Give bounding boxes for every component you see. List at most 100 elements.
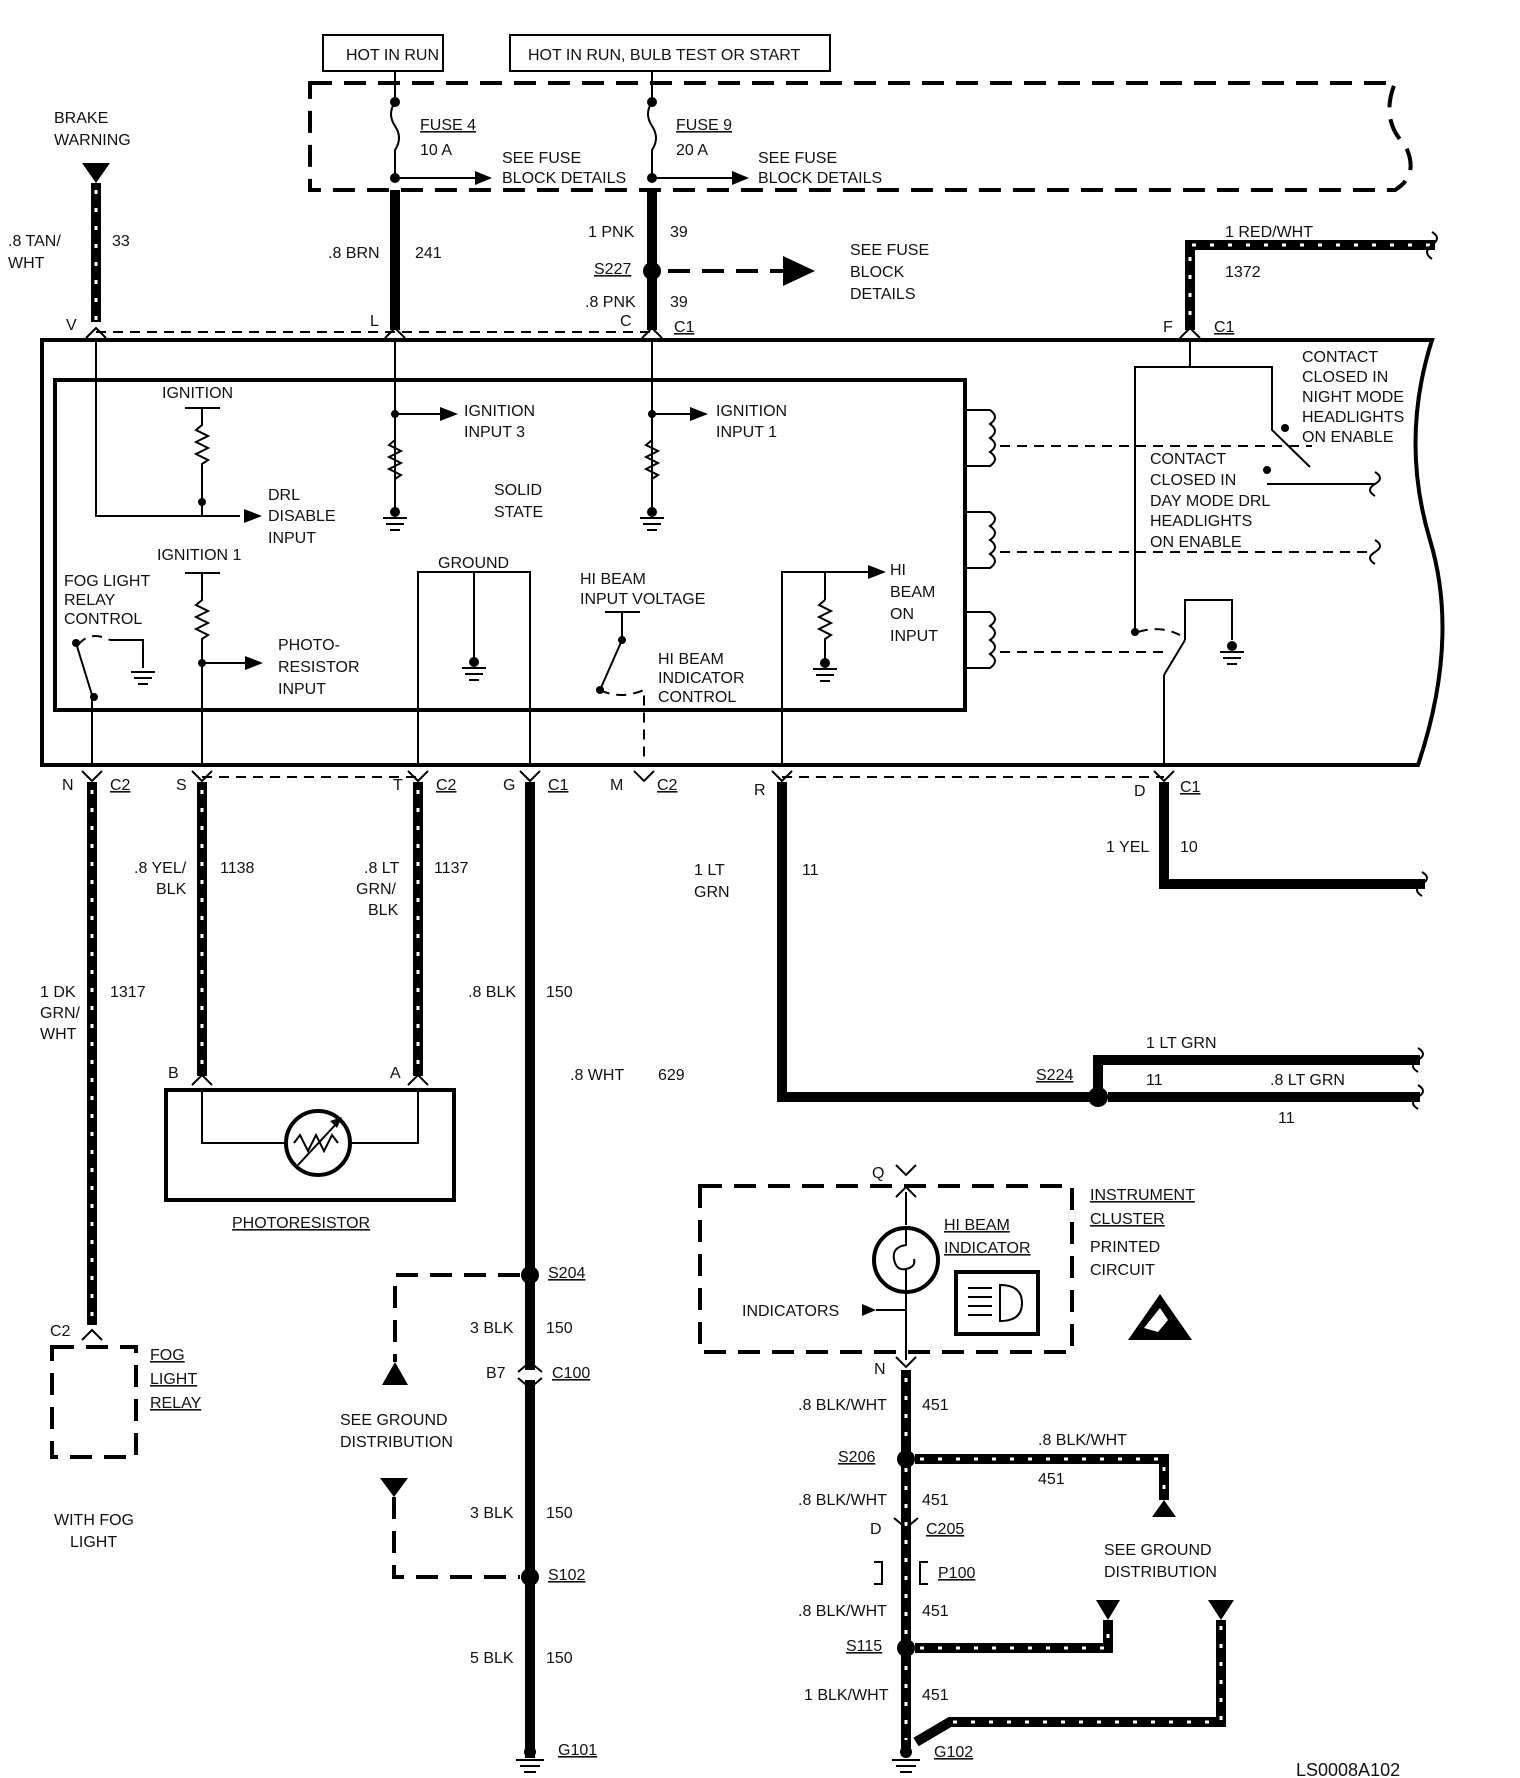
wire-1137-color-2: GRN/	[356, 881, 397, 898]
fog-switch-ground-wire	[110, 639, 144, 668]
fog-relay-label-2: LIGHT	[150, 1371, 197, 1388]
wire-11-lower-color: .8 LT GRN	[1270, 1072, 1345, 1089]
g102-dot	[900, 1746, 912, 1758]
ign1-ground-dot	[647, 507, 657, 517]
pin-c2-a: C2	[110, 777, 131, 794]
g101-ground	[516, 1759, 544, 1773]
s102-branch	[392, 1497, 520, 1579]
wire-10	[1159, 782, 1425, 889]
wire-1138-color-1: .8 YEL/	[134, 860, 187, 877]
fog-control-switch	[75, 642, 93, 696]
c205-connector	[893, 1517, 919, 1530]
s224-label: S224	[1036, 1067, 1073, 1084]
p100-bracket-right	[919, 1561, 928, 1585]
brake-label: BRAKE	[54, 110, 108, 127]
wire-10-color: 1 YEL	[1106, 839, 1149, 856]
hib-on-label-3: ON	[890, 606, 914, 623]
s206-splice	[897, 1450, 915, 1468]
pin-s: S	[176, 777, 187, 794]
wire-150-blk3a: 3 BLK	[470, 1320, 514, 1337]
s102-label: S102	[548, 1567, 585, 1584]
s102-arrow	[380, 1478, 408, 1497]
brake-warning-arrow	[82, 163, 110, 183]
hot-in-run-label: HOT IN RUN	[346, 47, 439, 64]
ground-symbol	[462, 667, 486, 681]
conn-g	[519, 770, 541, 783]
wire-150-blk5: 5 BLK	[470, 1650, 514, 1667]
hib-control-label-1: HI BEAM	[658, 651, 724, 668]
bottom-wires: 1 DK GRN/ WHT 1317 .8 YEL/ BLK 1138 .8 L…	[40, 782, 1428, 1758]
indicators-arrow	[862, 1304, 876, 1316]
wire-629-inner	[642, 782, 908, 1168]
pin-f: F	[1163, 319, 1173, 336]
fog-switch-link	[77, 635, 111, 646]
hib-control-label-2: INDICATOR	[658, 670, 745, 687]
pin-n-cluster: N	[874, 1361, 886, 1378]
wire-1138-circuit: 1138	[220, 860, 255, 877]
hib-on-label-4: INPUT	[890, 628, 938, 645]
pin-m: M	[610, 777, 623, 794]
hib-on-label-1: HI	[890, 562, 906, 579]
s206-label: S206	[838, 1449, 875, 1466]
s115-arrow	[1096, 1600, 1120, 1620]
drl-label-3: INPUT	[268, 530, 316, 547]
c100-b7: B7	[486, 1365, 506, 1382]
hib-control-label-3: CONTROL	[658, 689, 736, 706]
g102-branch	[913, 1620, 1226, 1747]
fuse4-arrow-head	[475, 171, 492, 185]
conn-d	[1153, 770, 1175, 783]
photo-input-arrow	[245, 656, 263, 670]
wire-33-circuit: 33	[112, 233, 130, 250]
photoresistor-arrow	[297, 1121, 339, 1166]
ign1-arrow	[690, 407, 708, 421]
hib-on-label-2: BEAM	[890, 584, 935, 601]
control-module: IGNITION DRL DISABLE INPUT IGNITION INPU…	[40, 338, 1445, 767]
conn-fog-c2	[81, 1328, 103, 1341]
fuse4-amp: 10 A	[420, 142, 452, 159]
hot-in-run-bulb-label: HOT IN RUN, BULB TEST OR START	[528, 47, 801, 64]
fuse9-element	[647, 101, 657, 178]
g102-arrow	[1208, 1600, 1234, 1620]
pin-c1-b: C1	[1214, 319, 1235, 336]
fog-relay-label-1: FOG	[150, 1347, 185, 1364]
see-ground-left-2: DISTRIBUTION	[340, 1434, 453, 1451]
see-fuse-label-3c: DETAILS	[850, 286, 916, 303]
ignition1-resistor	[193, 573, 211, 765]
wire-1372-break	[1426, 231, 1438, 260]
wire-39-color-2: .8 PNK	[585, 294, 636, 311]
fuse9-amp: 20 A	[676, 142, 708, 159]
top-wires: BRAKE WARNING .8 TAN/ WHT 33 .8 BRN 241 …	[8, 110, 1438, 339]
night-contact-line	[1190, 366, 1311, 468]
pin-c1-d: C1	[1180, 779, 1201, 796]
day-contact-label-3: DAY MODE DRL	[1150, 493, 1270, 510]
hib-switch-link	[599, 688, 645, 765]
s206-branch-circuit: 451	[1038, 1471, 1065, 1488]
s227-arrow	[783, 256, 815, 286]
see-fuse-label-1: SEE FUSE	[502, 150, 581, 167]
pin-g: G	[503, 777, 515, 794]
block-details-label-2: BLOCK DETAILS	[758, 170, 882, 187]
esd-hand	[1144, 1308, 1168, 1332]
ign1-ground	[640, 517, 664, 531]
ground-dot	[469, 657, 479, 667]
s206-branch-color: .8 BLK/WHT	[1038, 1432, 1127, 1449]
photo-input-label-1: PHOTO-	[278, 637, 340, 654]
photoresistor-arrowhead	[330, 1117, 342, 1128]
hib-on-arrow	[868, 565, 886, 579]
drl-label-1: DRL	[268, 487, 300, 504]
wire-39-color-1: 1 PNK	[588, 224, 635, 241]
wire-39-circuit-2: 39	[670, 294, 688, 311]
day-contact-ground-wire	[1184, 599, 1233, 640]
p100-bracket-left	[874, 1561, 883, 1585]
see-ground-right-1: SEE GROUND	[1104, 1542, 1212, 1559]
s204-label: S204	[548, 1265, 585, 1282]
cluster-label-2: CLUSTER	[1090, 1211, 1165, 1228]
cluster-label-1: INSTRUMENT	[1090, 1187, 1195, 1204]
s115-branch	[915, 1620, 1113, 1653]
hib-switch-pivot	[618, 636, 626, 644]
wire-629-circuit: 629	[658, 1067, 685, 1084]
conn-l	[384, 326, 406, 339]
wire-629-color: .8 WHT	[570, 1067, 624, 1084]
s204-splice	[521, 1266, 539, 1284]
hi-beam-label-1: HI BEAM	[944, 1217, 1010, 1234]
